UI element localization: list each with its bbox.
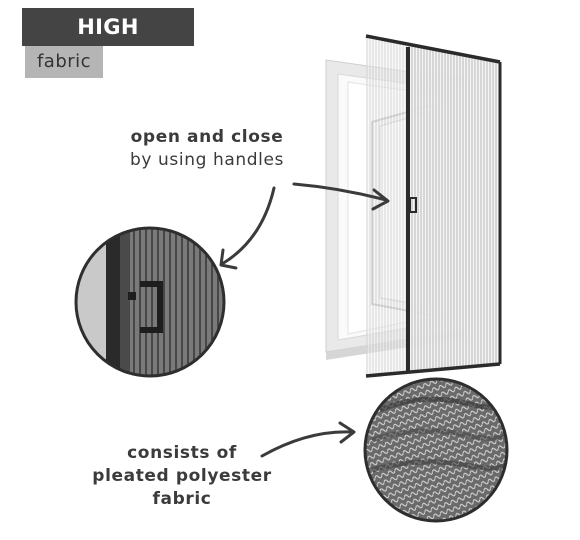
fabric-callout-line1: consists of [127, 443, 237, 463]
fabric-callout-line2: pleated polyester [92, 466, 272, 486]
fabric-callout-line3: fabric [152, 489, 212, 509]
arrow-to-zoom-icon [219, 186, 276, 270]
quality-badge: HIGH QUALITY [22, 8, 194, 77]
pleated-screen [365, 34, 502, 378]
arrow-to-fabric-icon [260, 421, 356, 458]
arrow-to-handle-icon [292, 182, 390, 211]
handles-callout-line1: open and close [130, 127, 284, 147]
handles-callout-line2: by using handles [130, 150, 284, 170]
zoom-handle-detail [74, 226, 226, 378]
quality-badge-subtitle: fabric [25, 46, 103, 78]
fabric-callout: consists of pleated polyester fabric [92, 442, 272, 511]
zoom-fabric-detail [363, 377, 509, 523]
handles-callout: open and close by using handles [118, 126, 296, 172]
door-handle-icon [409, 197, 417, 213]
